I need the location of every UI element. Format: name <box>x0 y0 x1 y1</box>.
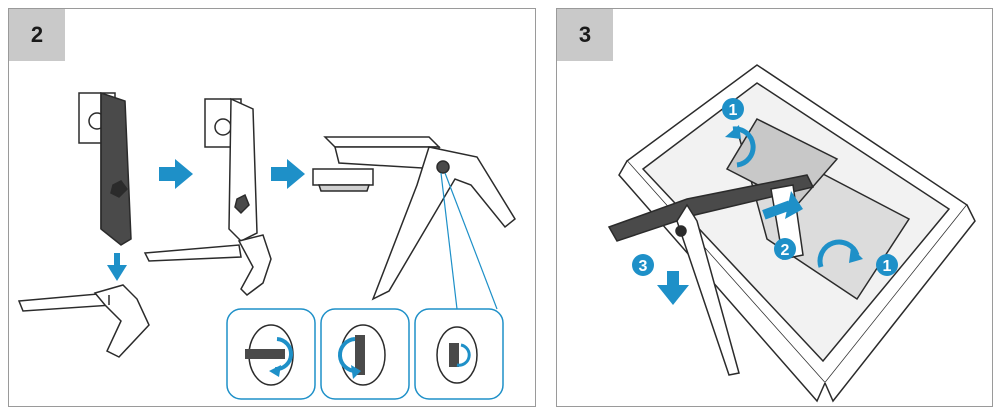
arrow-down-icon <box>107 253 127 281</box>
stand-perspective-figure <box>312 136 516 301</box>
step-number: 3 <box>578 22 592 47</box>
arrow-right-icon <box>271 159 305 189</box>
callout-3: 3 <box>632 254 654 276</box>
svg-text:2: 2 <box>781 242 790 259</box>
step-number: 2 <box>30 22 44 47</box>
rotate-arrow-icon <box>817 239 860 268</box>
svg-text:3: 3 <box>639 258 648 275</box>
zoom-box-1 <box>226 308 316 400</box>
callout-1-right: 1 <box>876 254 898 276</box>
step-2-panel: 2 <box>8 8 536 407</box>
assembled-stand-figure <box>143 97 272 296</box>
step-number-badge: 3 <box>557 9 613 61</box>
stand-neck-figure <box>78 91 132 246</box>
svg-text:1: 1 <box>729 102 738 119</box>
rotate-arrow-icon <box>732 126 756 168</box>
zoom-box-2 <box>320 308 410 400</box>
step-number-badge: 2 <box>9 9 65 61</box>
zoom-callout-lines <box>440 172 498 310</box>
zoom-box-3 <box>414 308 504 400</box>
rotate-arrow-icon <box>725 125 741 139</box>
step-3-panel: 3 <box>556 8 993 407</box>
stand-base-figure <box>17 284 150 358</box>
rotate-arrow-icon <box>849 247 863 263</box>
callout-1-top: 1 <box>722 98 744 120</box>
callout-2: 2 <box>774 238 796 260</box>
step-3-illustration: 1 2 3 1 <box>607 64 976 403</box>
arrow-right-icon <box>159 159 193 189</box>
arrow-right-icon <box>762 191 803 220</box>
svg-text:1: 1 <box>883 258 892 275</box>
step-2-illustration <box>17 91 516 400</box>
arrow-down-icon <box>657 271 689 305</box>
